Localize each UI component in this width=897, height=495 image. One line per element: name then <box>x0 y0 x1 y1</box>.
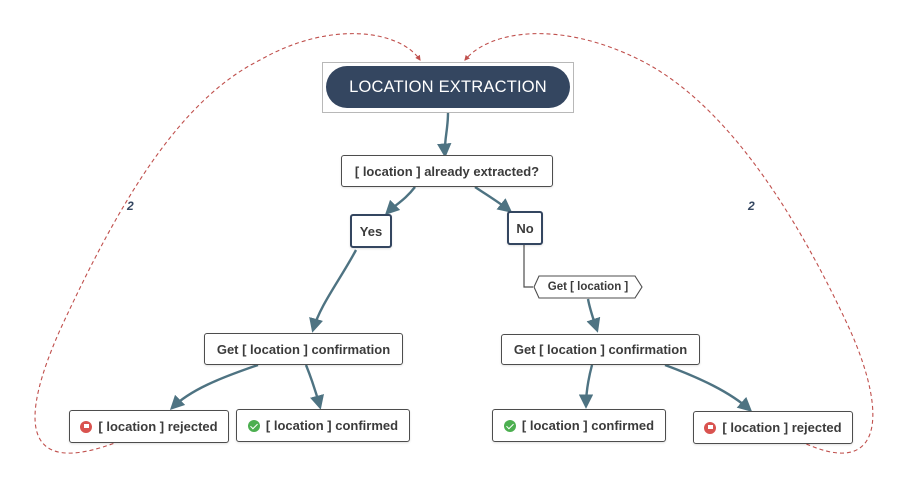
hexagon-shape <box>533 275 643 299</box>
left-confirmation-node[interactable]: Get [ location ] confirmation <box>204 333 403 365</box>
edge-left-confirmation-to-rejected <box>169 363 259 411</box>
edge-root-to-question <box>437 112 452 158</box>
loop-edge-right <box>464 33 874 454</box>
right-rejected-node[interactable]: [ location ] rejected <box>693 411 853 444</box>
question-label: [ location ] already extracted? <box>354 163 540 179</box>
right-confirmed-node[interactable]: [ location ] confirmed <box>492 409 666 442</box>
edge-action-to-confirmation <box>586 298 601 333</box>
edge-right-confirmation-to-rejected <box>664 363 753 412</box>
edge-left-confirmation-to-confirmed <box>304 364 324 410</box>
edge-question-to-yes <box>384 186 416 216</box>
check-icon <box>247 419 260 432</box>
left-confirmation-label: Get [ location ] confirmation <box>216 341 391 357</box>
edge-no-to-action <box>523 245 533 288</box>
right-confirmed-label: [ location ] confirmed <box>521 418 655 433</box>
root-node[interactable]: LOCATION EXTRACTION <box>326 66 570 108</box>
left-rejected-label: [ location ] rejected <box>98 419 218 434</box>
left-rejected-node[interactable]: [ location ] rejected <box>69 410 229 443</box>
left-confirmed-node[interactable]: [ location ] confirmed <box>236 409 410 442</box>
question-node[interactable]: [ location ] already extracted? <box>341 155 553 187</box>
no-node[interactable]: No <box>507 211 543 245</box>
edge-question-to-no <box>474 186 513 213</box>
get-location-label: Get [ location ] <box>547 281 629 293</box>
get-location-action-node[interactable]: Get [ location ] <box>533 275 643 299</box>
flag-icon <box>80 420 93 433</box>
right-confirmation-label: Get [ location ] confirmation <box>513 342 688 357</box>
right-rejected-label: [ location ] rejected <box>722 420 842 435</box>
right-confirmation-node[interactable]: Get [ location ] confirmation <box>501 334 700 365</box>
check-icon <box>503 419 516 432</box>
loop-edge-left <box>34 33 421 454</box>
flag-icon <box>704 421 717 434</box>
yes-label: Yes <box>359 223 383 239</box>
no-label: No <box>516 220 534 236</box>
loop-label-right: 2 <box>748 199 755 213</box>
yes-node[interactable]: Yes <box>350 214 392 248</box>
edge-right-confirmation-to-confirmed <box>578 364 594 409</box>
left-confirmed-label: [ location ] confirmed <box>265 418 399 433</box>
edge-yes-to-confirmation <box>309 249 358 333</box>
loop-label-left: 2 <box>127 199 134 213</box>
